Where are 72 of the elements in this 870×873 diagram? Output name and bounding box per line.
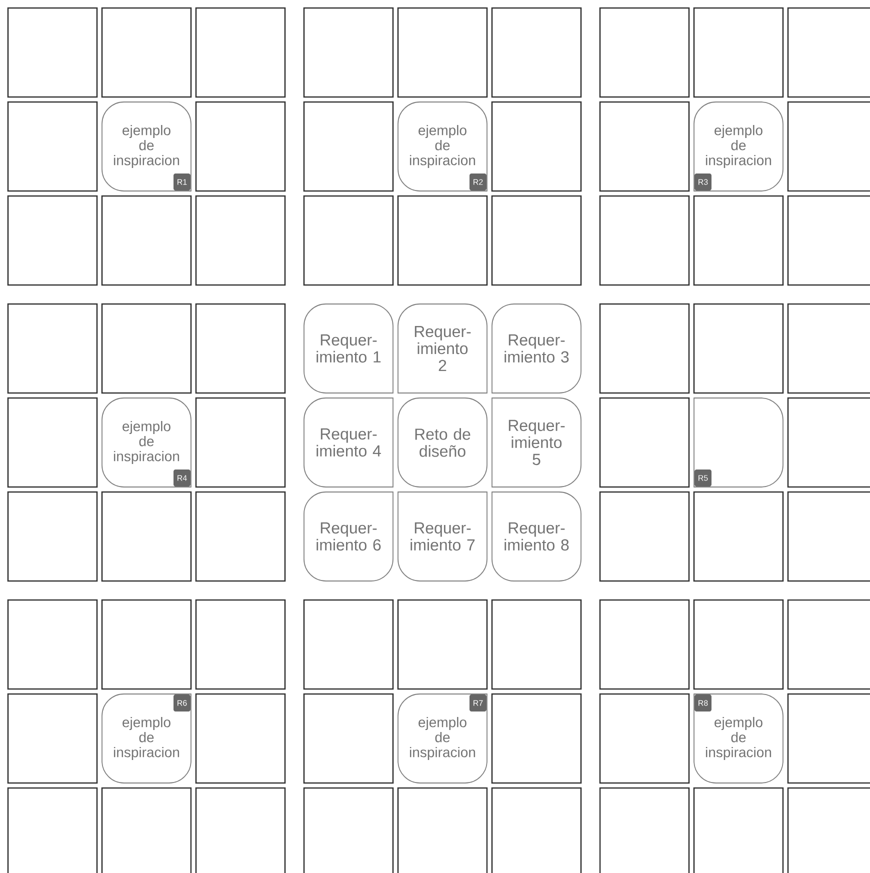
tag-badge: R5 [694,470,712,486]
empty-square [303,599,394,690]
tag-badge: R1 [174,174,190,190]
empty-square [101,303,192,394]
empty-square [7,195,98,286]
empty-square [7,397,98,488]
idea-card: Requer- imiento 8 [492,492,582,582]
tag-badge: R2 [470,174,486,190]
idea-card: Requer- imiento 7 [398,492,488,582]
idea-card: Requer- imiento 3 [492,304,582,394]
idea-card: Requer- imiento 6 [304,492,394,582]
tag-badge: R7 [470,694,486,712]
empty-square [491,7,582,98]
empty-square [195,491,286,582]
idea-card: Requer- imiento 2 [398,304,488,394]
empty-square [7,491,98,582]
empty-square [599,303,690,394]
empty-square [195,7,286,98]
empty-square [693,599,784,690]
empty-square [693,7,784,98]
empty-square [7,7,98,98]
idea-card [694,398,784,488]
empty-square [599,101,690,192]
idea-card: ejemplo de inspiracion R3 [694,102,784,192]
empty-square [195,397,286,488]
empty-square [195,599,286,690]
tag-badge: R3 [694,174,712,190]
empty-square [397,195,488,286]
empty-square [101,491,192,582]
idea-card: ejemplo de inspiracion R1 [102,102,192,192]
empty-square [599,397,690,488]
empty-square [7,599,98,690]
idea-card: Reto de diseño [398,398,488,488]
idea-card: R8 ejemplo de inspiracion [694,694,784,784]
empty-square [101,195,192,286]
idea-card: Requer- imiento 1 [304,304,394,394]
empty-square [303,7,394,98]
empty-square [491,101,582,192]
empty-square [195,303,286,394]
empty-square [195,101,286,192]
empty-square [599,7,690,98]
empty-square [195,195,286,286]
empty-square [693,303,784,394]
empty-square [397,7,488,98]
empty-square [599,599,690,690]
empty-square [101,599,192,690]
empty-square [303,101,394,192]
empty-square [195,693,286,784]
empty-square [599,195,690,286]
empty-square [491,693,582,784]
idea-card: R6 ejemplo de inspiracion [102,694,192,784]
tag-badge: R6 [174,694,190,712]
empty-square [7,693,98,784]
idea-card: ejemplo de inspiracion R2 [398,102,488,192]
idea-card: ejemplo de inspiracion R4 [102,398,192,488]
idea-card: Requer- imiento 5 [492,398,582,488]
empty-square [599,491,690,582]
empty-square [7,303,98,394]
empty-square [491,195,582,286]
empty-square [397,599,488,690]
idea-card: R7 ejemplo de inspiracion [398,694,488,784]
empty-square [101,7,192,98]
empty-square [693,491,784,582]
tag-badge: R4 [174,470,190,486]
idea-card: Requer- imiento 4 [304,398,394,488]
empty-square [491,599,582,690]
empty-square [303,195,394,286]
empty-square [7,101,98,192]
empty-square [303,693,394,784]
empty-square [599,693,690,784]
tag-badge: R8 [694,694,712,712]
empty-square [693,195,784,286]
